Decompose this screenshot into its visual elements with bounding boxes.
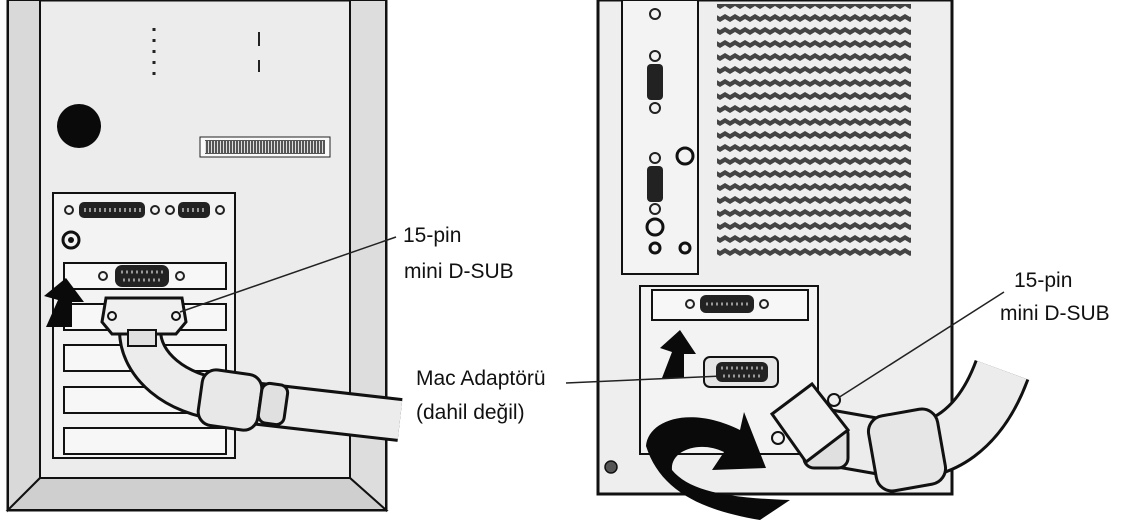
left-connector-label-line2: mini D-SUB	[404, 260, 514, 283]
mac-adapter-label-line2: (dahil değil)	[416, 401, 525, 424]
left-connector-label-line1: 15-pin	[403, 224, 462, 247]
mac-adapter	[703, 356, 779, 388]
leader-line-right	[837, 291, 1005, 399]
curved-arrow-icon	[646, 412, 790, 520]
leader-line-mac	[565, 375, 723, 384]
barcode-label	[199, 136, 331, 158]
leader-line-left	[179, 236, 397, 313]
mac-adapter-label-line1: Mac Adaptörü	[416, 367, 546, 390]
vga-cable-right	[769, 359, 1030, 493]
insert-arrow-icon	[44, 278, 84, 327]
audio-port-icon	[61, 230, 81, 250]
vga-cable-left	[100, 296, 403, 442]
power-socket-icon	[57, 104, 101, 148]
insert-arrow-icon	[660, 330, 696, 378]
right-connector-label-line2: mini D-SUB	[1000, 302, 1110, 325]
right-connector-label-line1: 15-pin	[1014, 269, 1073, 292]
